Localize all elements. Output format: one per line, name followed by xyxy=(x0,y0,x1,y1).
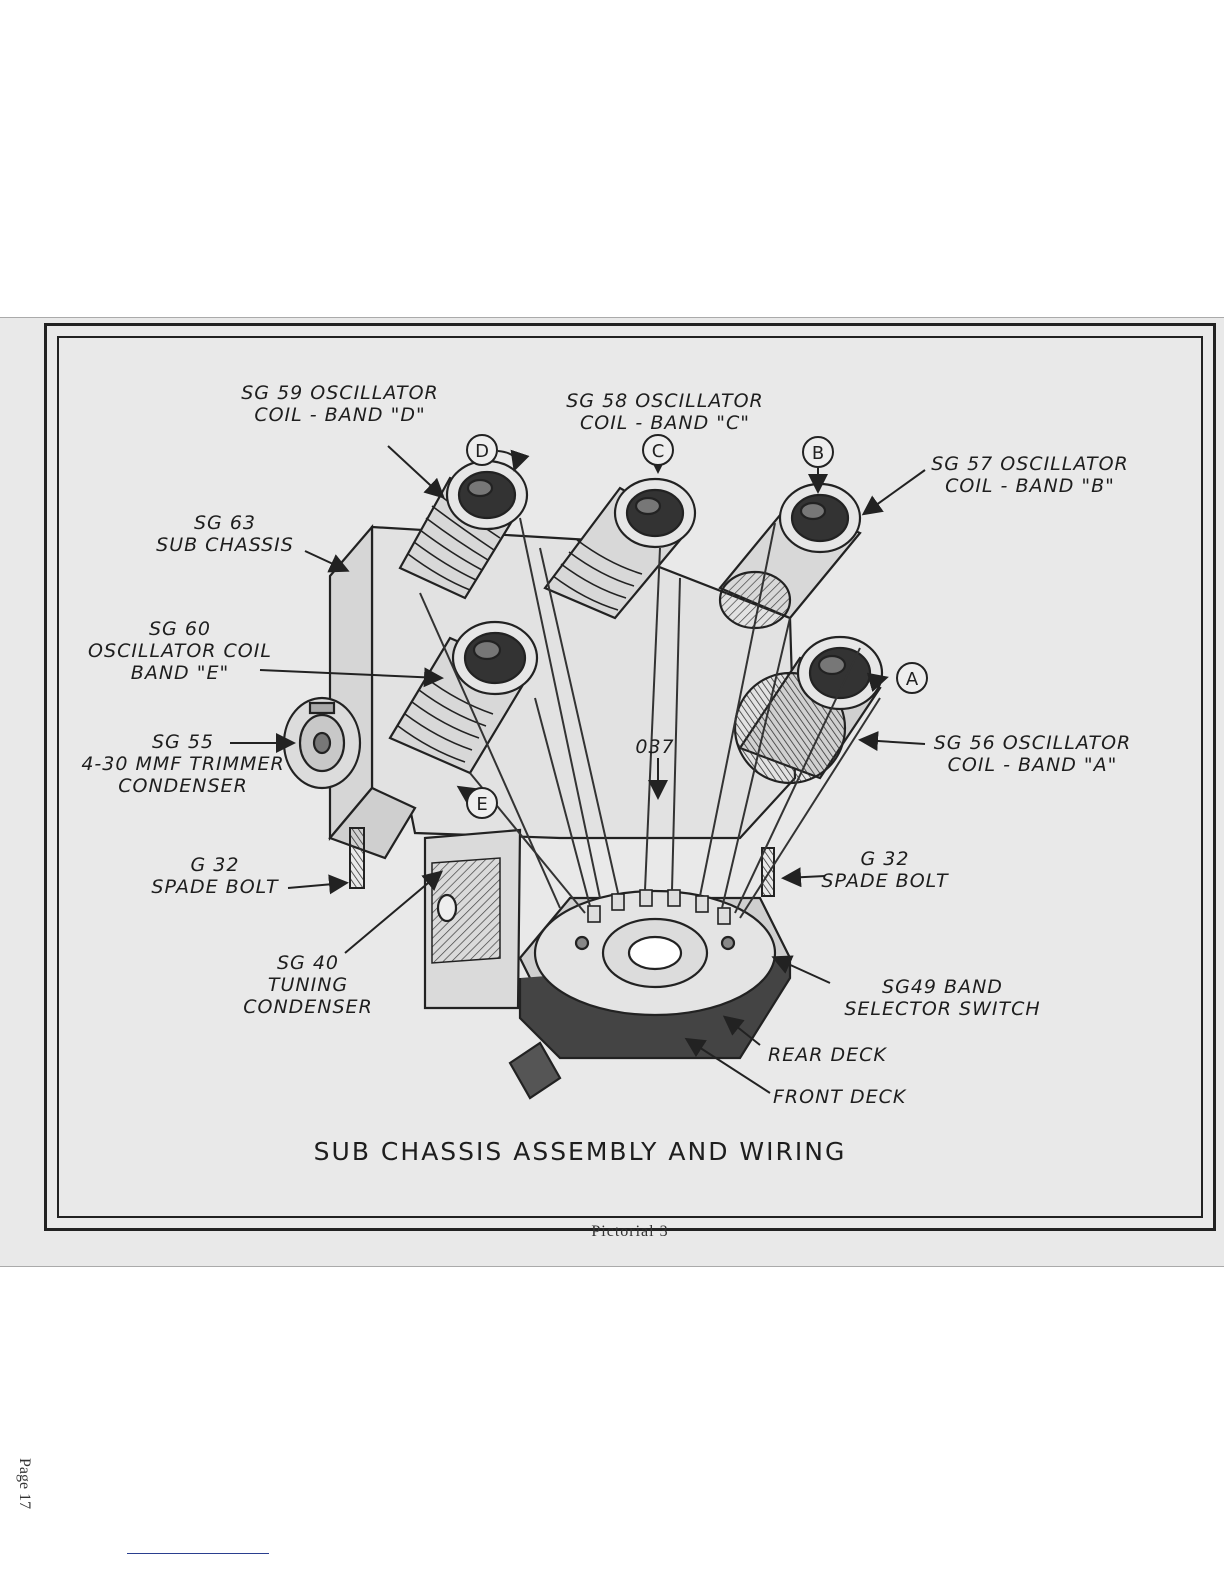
label-sg49-line2: SELECTOR SWITCH xyxy=(844,998,1041,1020)
label-g32-right: G 32 SPADE BOLT xyxy=(805,848,965,892)
pictorial-caption: Pictorial 3 xyxy=(591,1223,669,1240)
label-sg63: SG 63 SUB CHASSIS xyxy=(140,512,310,556)
coil-wiring xyxy=(419,517,881,919)
label-sg60-line2: OSCILLATOR COIL xyxy=(88,640,272,662)
label-037-text: 037 xyxy=(635,736,675,758)
sub-chassis-drawing: D C B A E xyxy=(230,434,928,1100)
label-sg49: SG49 BAND SELECTOR SWITCH xyxy=(825,976,1060,1020)
label-g32-right-line1: G 32 xyxy=(860,848,910,870)
leader-arrows xyxy=(230,445,926,1094)
label-sg59-line1: SG 59 OSCILLATOR xyxy=(241,382,439,404)
trimmer-condenser xyxy=(282,696,362,790)
label-sg40-line3: CONDENSER xyxy=(243,996,373,1018)
label-sg57-line2: COIL - BAND "B" xyxy=(945,475,1115,497)
label-sg58-line2: COIL - BAND "C" xyxy=(579,412,750,434)
band-marker-e: E xyxy=(466,787,498,819)
band-marker-d-text: D xyxy=(475,441,489,462)
band-marker-a: A xyxy=(896,662,928,694)
label-front-deck-text: FRONT DECK xyxy=(773,1086,907,1108)
outer-border xyxy=(44,323,1216,1231)
coil-band-a xyxy=(733,635,884,785)
label-sg58-line1: SG 58 OSCILLATOR xyxy=(566,390,764,412)
label-g32-left-line1: G 32 xyxy=(190,854,240,876)
label-sg60: SG 60 OSCILLATOR COIL BAND "E" xyxy=(70,618,290,684)
band-selector-switch xyxy=(508,889,792,1100)
label-sg63-line1: SG 63 xyxy=(194,512,256,534)
label-g32-left-line2: SPADE BOLT xyxy=(151,876,279,898)
pictorial-sheet: D C B A E SG 59 OSCILLATOR COIL - BAND "… xyxy=(0,317,1224,1509)
band-marker-b: B xyxy=(802,436,834,468)
label-037: 037 xyxy=(625,736,685,758)
label-sg57: SG 57 OSCILLATOR COIL - BAND "B" xyxy=(915,453,1145,497)
label-sg56: SG 56 OSCILLATOR COIL - BAND "A" xyxy=(915,732,1150,776)
band-marker-a-text: A xyxy=(906,669,919,690)
label-sg59: SG 59 OSCILLATOR COIL - BAND "D" xyxy=(225,382,455,426)
label-sg63-line2: SUB CHASSIS xyxy=(156,534,294,556)
band-marker-b-text: B xyxy=(812,443,824,464)
label-sg56-line1: SG 56 OSCILLATOR xyxy=(933,732,1132,754)
band-marker-e-text: E xyxy=(476,794,487,815)
label-sg56-line2: COIL - BAND "A" xyxy=(947,754,1118,776)
label-sg60-line3: BAND "E" xyxy=(130,662,230,684)
label-sg59-line2: COIL - BAND "D" xyxy=(254,404,426,426)
coil-band-c xyxy=(543,477,697,620)
spade-bolt-left xyxy=(349,827,365,889)
spade-bolt-right xyxy=(761,847,775,897)
inner-border xyxy=(57,336,1203,1218)
label-sg55-line3: CONDENSER xyxy=(118,775,248,797)
label-g32-right-line2: SPADE BOLT xyxy=(821,870,949,892)
label-sg40-line2: TUNING xyxy=(267,974,349,996)
band-marker-c: C xyxy=(642,434,674,466)
band-marker-c-text: C xyxy=(652,441,665,462)
label-sg40-line1: SG 40 xyxy=(277,952,339,974)
label-g32-left: G 32 SPADE BOLT xyxy=(135,854,295,898)
footnote-rule xyxy=(127,1553,269,1554)
diagram-title: SUB CHASSIS ASSEMBLY AND WIRING xyxy=(313,1137,847,1166)
label-sg49-line1: SG49 BAND xyxy=(882,976,1003,998)
label-sg55-line1: SG 55 xyxy=(152,731,214,753)
label-front-deck: FRONT DECK xyxy=(773,1086,906,1108)
page-number: Page 17 xyxy=(16,1458,33,1510)
label-sg40: SG 40 TUNING CONDENSER xyxy=(218,952,398,1018)
label-sg58: SG 58 OSCILLATOR COIL - BAND "C" xyxy=(550,390,780,434)
label-sg60-line1: SG 60 xyxy=(149,618,211,640)
label-sg55: SG 55 4-30 MMF TRIMMER CONDENSER xyxy=(72,731,294,797)
label-sg57-line1: SG 57 OSCILLATOR xyxy=(931,453,1129,475)
label-sg55-line2: 4-30 MMF TRIMMER xyxy=(81,753,285,775)
coil-band-b xyxy=(718,482,862,630)
coil-band-d xyxy=(398,459,529,600)
label-rear-deck-text: REAR DECK xyxy=(768,1044,887,1066)
label-rear-deck: REAR DECK xyxy=(768,1044,887,1066)
band-marker-d: D xyxy=(466,434,498,466)
